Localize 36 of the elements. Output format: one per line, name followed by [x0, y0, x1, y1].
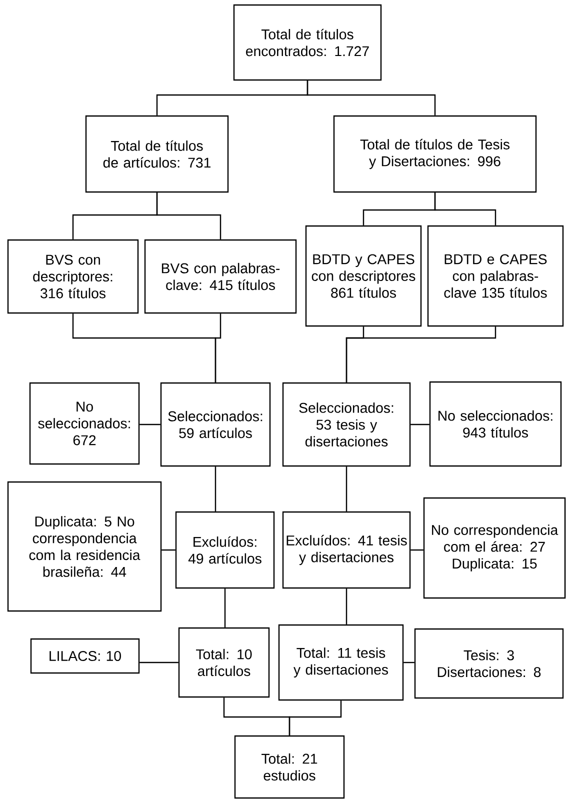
connector-line — [214, 314, 222, 382]
process-box: LILACS: 10 — [30, 638, 140, 674]
connector-line — [346, 588, 348, 624]
connector-line — [156, 192, 222, 240]
connector-line — [346, 326, 496, 382]
connector-line — [346, 466, 348, 512]
connector-line — [434, 192, 496, 226]
connector-line — [306, 80, 436, 116]
process-box: Total: 21 estudios — [234, 735, 345, 799]
process-box: Excluídos: 41 tesis y disertaciones — [282, 511, 411, 589]
process-box: No seleccionados: 672 — [29, 382, 140, 465]
process-box: BVS con descriptores: 316 títulos — [7, 239, 139, 314]
process-box: Total de títulos encontrados: 1.727 — [233, 4, 382, 81]
process-box: Total: 11 tesis y disertaciones — [278, 624, 404, 701]
process-box: BVS con palabras-clave: 415 títulos — [144, 239, 297, 314]
process-box: BDTD e CAPES con palabras-clave 135 títulos — [427, 225, 564, 327]
connector-line — [410, 549, 424, 551]
connector-line — [410, 424, 430, 426]
connector-line — [214, 466, 216, 512]
connector-line — [140, 424, 160, 426]
process-box: Tesis: 3 Disertaciones: 8 — [414, 628, 564, 699]
process-box: Seleccionados: 53 tesis y disertaciones — [282, 382, 411, 467]
connector-line — [288, 700, 342, 736]
process-box: BDTD y CAPES con descriptores 861 títulos — [305, 225, 422, 327]
process-box: Excluídos: 49 artículos — [175, 511, 275, 589]
connector-line — [140, 662, 178, 664]
process-box: Total de títulos de Tesis y Disertaciones: 996 — [333, 115, 537, 193]
process-box: Total: 10 artículos — [178, 627, 270, 698]
process-box: Duplicata: 5 No correspondencia com la residencia brasileña: 44 — [7, 481, 162, 612]
connector-line — [404, 662, 414, 664]
process-box: Seleccionados: 59 artículos — [160, 382, 271, 467]
connector-line — [224, 588, 226, 628]
process-box: No seleccionados: 943 títulos — [429, 381, 562, 467]
process-box: Total de títulos de artículos: 731 — [85, 115, 229, 193]
process-box: No correspondencia com el área: 27 Duplicata: 15 — [423, 497, 566, 599]
connector-line — [162, 549, 176, 551]
